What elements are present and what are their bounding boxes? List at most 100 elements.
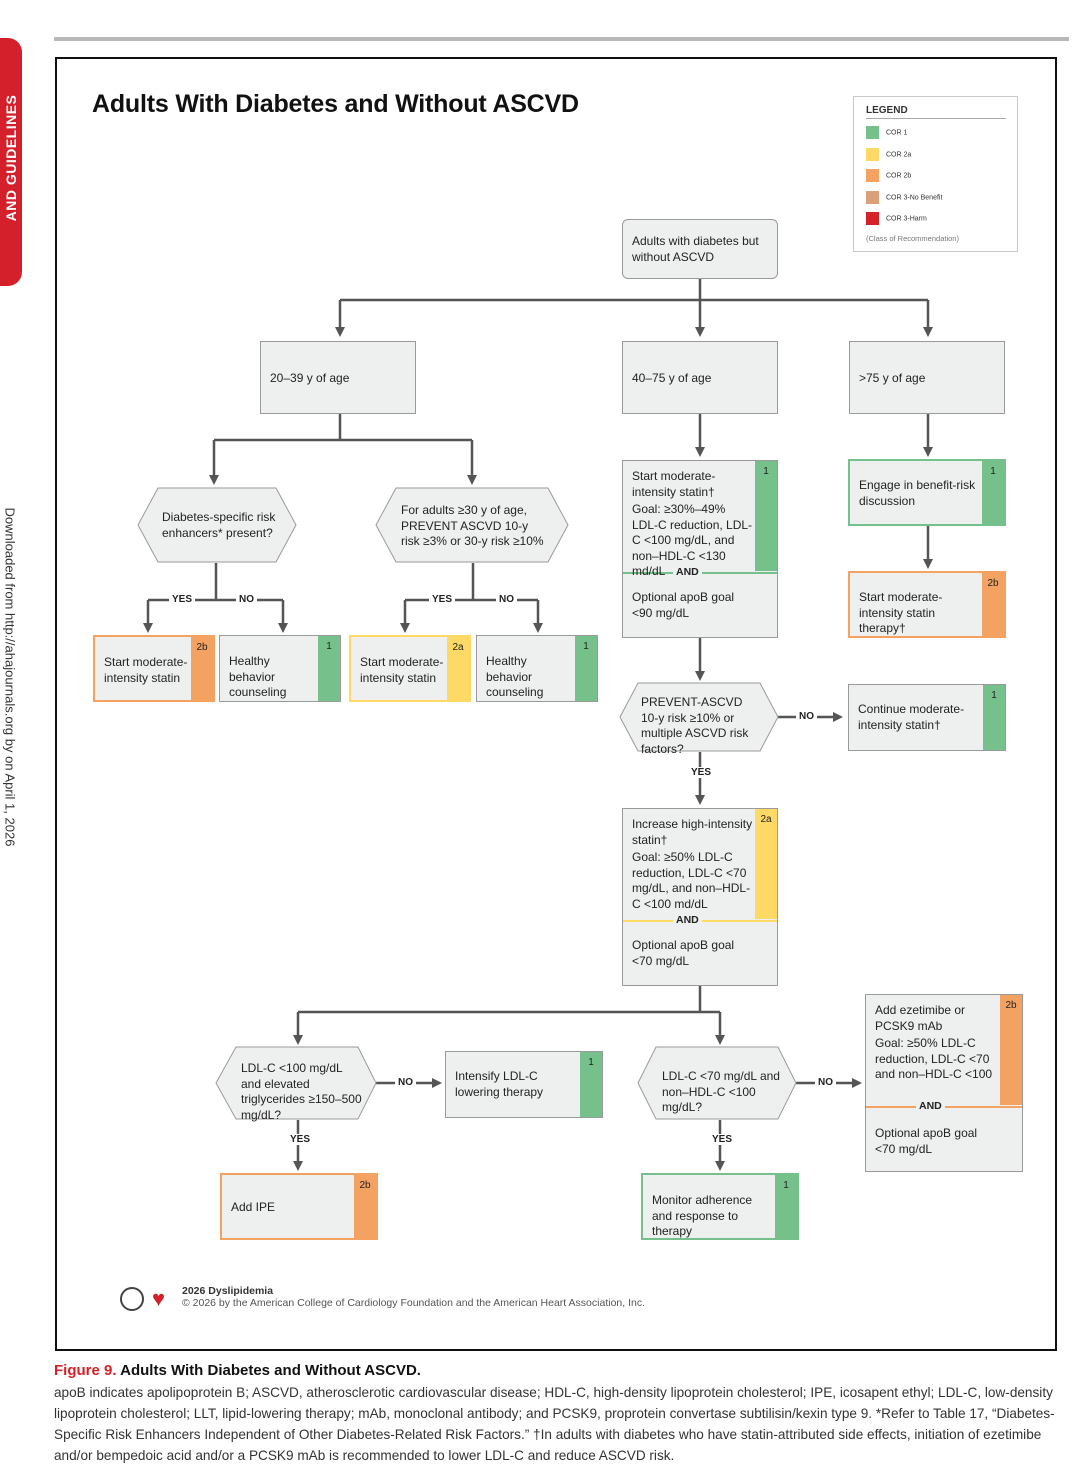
hexagon-ldl70 [637, 1046, 797, 1120]
hexagon-prevent-30 [375, 487, 569, 563]
figure-caption-title: Figure 9. Adults With Diabetes and Witho… [54, 1362, 421, 1379]
figure-caption-text: apoB indicates apolipoprotein B; ASCVD, … [54, 1385, 1055, 1463]
age-20-39-text: 20–39 y of age [270, 371, 350, 385]
legend-swatch [866, 212, 879, 225]
continue-moderate-statin: Continue moderate-intensity statin† 1 [848, 684, 1006, 751]
figure-title: Adults With Diabetes and Without ASCVD. [120, 1362, 421, 1379]
optional-apob-goal: Optional apoB goal <70 mg/dL [875, 1126, 978, 1156]
healthy-behavior-2: Healthy behavior counseling 1 [476, 635, 598, 702]
figure-number: Figure 9. [54, 1362, 117, 1379]
statin-heading: Start moderate-intensity statin† [632, 469, 716, 499]
no-label: NO [796, 711, 817, 722]
no-label: NO [395, 1077, 416, 1088]
risk-enhancers-question: Diabetes-specific risk enhancers* presen… [162, 510, 276, 540]
no-label: NO [815, 1077, 836, 1088]
age-40-75-text: 40–75 y of age [632, 371, 712, 385]
legend-item-cor3-nb: COR 3-No Benefit [866, 191, 942, 204]
cor-badge: 2b [1000, 995, 1022, 1105]
recommendation-text: Monitor adherence and response to therap… [652, 1193, 753, 1238]
legend-footnote: (Class of Recommendation) [866, 234, 959, 243]
yes-label: YES [709, 1134, 736, 1145]
recommendation-text: Healthy behavior counseling [486, 654, 544, 699]
statin-heading: Increase high-intensity statin† [632, 817, 753, 847]
legend-item-cor2a: COR 2a [866, 148, 911, 161]
no-label: NO [236, 594, 257, 605]
legend-item-cor2b: COR 2b [866, 169, 911, 182]
section-tab: AND GUIDELINES [0, 38, 22, 286]
high-intensity-statin: Increase high-intensity statin† Goal: ≥5… [622, 808, 778, 986]
guideline-name: 2026 Dyslipidemia [182, 1285, 274, 1297]
cor-badge: 1 [575, 636, 597, 701]
top-rule [54, 37, 1069, 41]
and-label: AND [916, 1099, 945, 1115]
cor-badge: 1 [318, 636, 340, 701]
flowchart-title: Adults With Diabetes and Without ASCVD [92, 90, 579, 118]
cor-badge: 2b [354, 1175, 376, 1238]
recommendation-text: Healthy behavior counseling [229, 654, 287, 699]
recommendation-text: Intensify LDL-C lowering therapy [455, 1069, 544, 1099]
cor-badge: 2b [982, 573, 1004, 636]
legend-label: COR 1 [886, 129, 908, 137]
statin-goal: Goal: ≥50% LDL-C reduction, LDL-C <70 mg… [632, 850, 751, 911]
add-ipe: Add IPE 2b [220, 1173, 378, 1240]
hexagon-prevent-risk [619, 682, 779, 752]
cor-badge: 1 [982, 461, 1004, 524]
cor-badge: 2b [191, 637, 213, 700]
cor-badge: 1 [983, 685, 1005, 750]
cor-badge: 2a [755, 809, 777, 919]
yes-label: YES [287, 1134, 314, 1145]
healthy-behavior-1: Healthy behavior counseling 1 [219, 635, 341, 702]
cor-badge: 1 [580, 1052, 602, 1117]
hexagon-risk-enhancers [137, 487, 297, 563]
legend-swatch [866, 126, 879, 139]
legend-rule [866, 118, 1006, 119]
recommendation-text: Engage in benefit-risk discussion [859, 478, 976, 508]
intensify-ldl-lowering: Intensify LDL-C lowering therapy 1 [445, 1051, 603, 1118]
legend-swatch [866, 191, 879, 204]
moderate-statin-main: Start moderate-intensity statin† Goal: ≥… [622, 460, 778, 638]
legend-label: COR 3-No Benefit [886, 194, 943, 202]
prevent-30-question: For adults ≥30 y of age, PREVENT ASCVD 1… [401, 503, 544, 548]
legend-item-cor3-harm: COR 3-Harm [866, 212, 927, 225]
recommendation-text: Start moderate-intensity statin therapy† [859, 590, 943, 635]
legend-title: LEGEND [866, 105, 908, 116]
acc-logo-icon [120, 1287, 144, 1311]
yes-label: YES [169, 594, 196, 605]
statin-goal: Goal: ≥30%–49% LDL-C reduction, LDL-C <1… [632, 502, 753, 578]
legend-label: COR 3-Harm [886, 215, 927, 223]
cor-badge: 1 [775, 1175, 797, 1238]
and-label: AND [673, 913, 702, 929]
start-node-text: Adults with diabetes but without ASCVD [632, 234, 759, 264]
recommendation-text: Start moderate-intensity statin [104, 655, 188, 685]
copyright-text: © 2026 by the American College of Cardio… [182, 1297, 646, 1309]
add-ezetimibe: Add ezetimibe or PCSK9 mAb Goal: ≥50% LD… [865, 994, 1023, 1172]
recommendation-text: Start moderate-intensity statin [360, 655, 444, 685]
recommendation-text: Continue moderate-intensity statin† [858, 702, 965, 732]
start-node: Adults with diabetes but without ASCVD [622, 219, 778, 279]
and-label: AND [673, 565, 702, 581]
yes-label: YES [429, 594, 456, 605]
age-20-39-node: 20–39 y of age [260, 341, 416, 414]
aha-logo-icon: ♥ [152, 1286, 166, 1311]
ldl70-question: LDL-C <70 mg/dL and non–HDL-C <100 mg/dL… [662, 1069, 780, 1114]
figure-footer: 2026 Dyslipidemia © 2026 by the American… [182, 1285, 645, 1309]
start-moderate-statin-2b: Start moderate-intensity statin 2b [93, 635, 215, 702]
age-over-75-text: >75 y of age [859, 371, 926, 385]
legend-label: COR 2b [886, 172, 912, 180]
optional-apob-goal: Optional apoB goal <70 mg/dL [632, 938, 735, 968]
ezetimibe-heading: Add ezetimibe or PCSK9 mAb [875, 1003, 966, 1033]
ldl-trig-question: LDL-C <100 mg/dL and elevated triglyceri… [241, 1061, 362, 1122]
age-40-75-node: 40–75 y of age [622, 341, 778, 414]
legend-label: COR 2a [886, 151, 912, 159]
yes-label: YES [688, 767, 715, 778]
benefit-risk-discussion: Engage in benefit-risk discussion 1 [848, 459, 1006, 526]
moderate-statin-75: Start moderate-intensity statin therapy†… [848, 571, 1006, 638]
legend-swatch [866, 148, 879, 161]
recommendation-text: Add IPE [231, 1200, 276, 1214]
legend-item-cor1: COR 1 [866, 126, 907, 139]
age-over-75-node: >75 y of age [849, 341, 1005, 414]
no-label: NO [496, 594, 517, 605]
optional-apob-goal: Optional apoB goal <90 mg/dL [632, 590, 735, 620]
monitor-adherence: Monitor adherence and response to therap… [641, 1173, 799, 1240]
